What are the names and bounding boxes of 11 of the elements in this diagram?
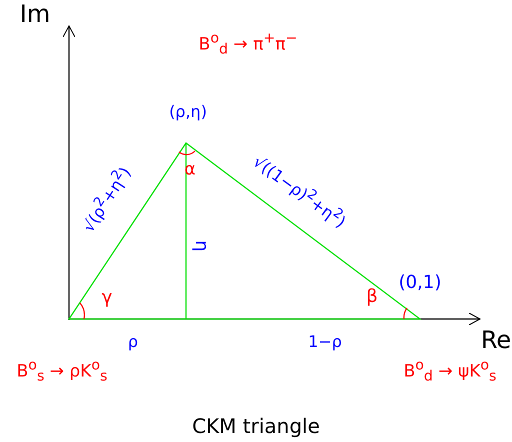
angle-label: γ xyxy=(102,288,112,308)
segment-label: 1−ρ xyxy=(308,333,342,351)
segment-label: ρ xyxy=(128,333,138,351)
decay-label: B$^{o}$$_{d}$ → π$^{+}$π$^{−}$ xyxy=(198,32,298,58)
axis-label: Im xyxy=(20,0,50,28)
vertex-label: (0,1) xyxy=(398,273,442,293)
caption: CKM triangle xyxy=(192,415,320,437)
height-label: η xyxy=(191,240,211,252)
vertex-label: (ρ,η) xyxy=(169,103,207,121)
angle-label: β xyxy=(366,287,378,307)
axis-label: Re xyxy=(480,326,512,354)
